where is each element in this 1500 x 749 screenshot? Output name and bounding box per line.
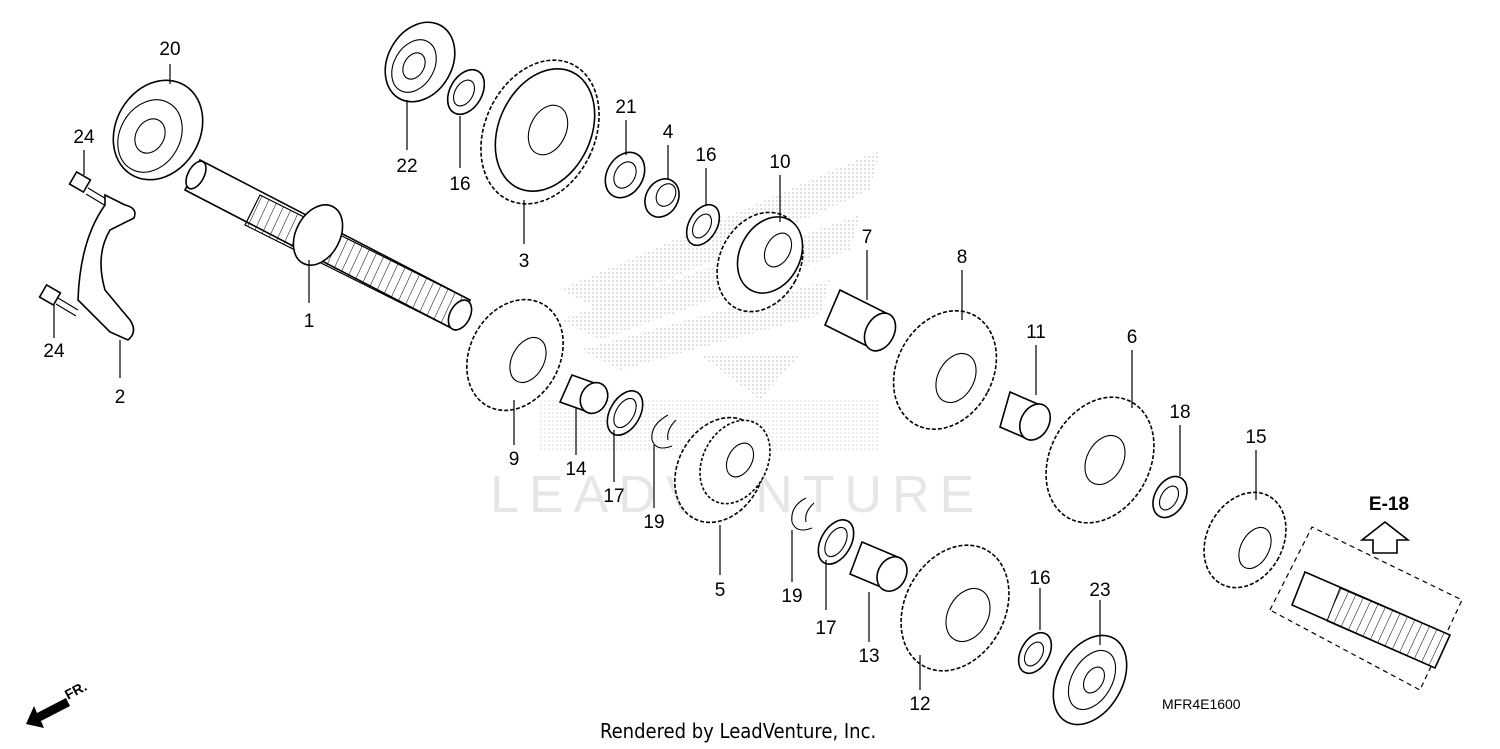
callout-8: 8 (957, 247, 968, 268)
callout-6: 6 (1127, 327, 1138, 348)
bolt-24-lower (38, 283, 79, 317)
washer-17a (606, 390, 644, 436)
callout-16a: 16 (449, 174, 470, 195)
washer-17b (817, 519, 855, 565)
gear-12 (900, 544, 1010, 672)
washer-16b (685, 203, 721, 247)
gear-3 (480, 59, 600, 205)
callout-18: 18 (1169, 402, 1190, 423)
callout-20: 20 (159, 39, 180, 60)
needle-bearing-13 (848, 540, 908, 592)
gear-15 (1203, 491, 1287, 589)
gear-6 (1045, 396, 1155, 524)
gear-8 (892, 310, 998, 430)
bearing-20 (112, 79, 204, 181)
callout-19b: 19 (781, 586, 802, 607)
reference-arrow-up-icon (1359, 520, 1411, 554)
bushing-14 (558, 373, 609, 415)
callout-5: 5 (715, 580, 726, 601)
reference-label: E-18 (1369, 494, 1409, 515)
bearing-22 (384, 21, 456, 103)
callout-15: 15 (1245, 427, 1266, 448)
callout-3: 3 (519, 251, 530, 272)
callout-17a: 17 (603, 486, 624, 507)
bushing-11 (999, 390, 1052, 442)
callout-13: 13 (858, 646, 879, 667)
callout-24-lower: 24 (43, 341, 65, 362)
washer-16c (1017, 631, 1053, 675)
callout-7: 7 (862, 227, 873, 248)
gear-5 (674, 416, 771, 524)
bearing-23 (1052, 634, 1128, 726)
front-direction-arrow-icon (26, 698, 70, 728)
washer-16a (446, 68, 486, 116)
circlip-19a (651, 414, 677, 449)
diagram-code: MFR4E1600 (1162, 696, 1241, 712)
callout-9: 9 (509, 449, 520, 470)
bushing-4 (644, 178, 680, 218)
circlip-19b (791, 497, 815, 531)
callout-10: 10 (769, 152, 790, 173)
leader-lines (53, 64, 1257, 690)
callout-11: 11 (1026, 322, 1046, 343)
mainshaft-1 (183, 158, 473, 332)
callout-16b: 16 (695, 145, 716, 166)
callout-16c: 16 (1029, 568, 1050, 589)
countershaft-reference (1269, 526, 1463, 691)
callout-12: 12 (909, 694, 930, 715)
callout-17b: 17 (815, 618, 836, 639)
bolt-24-upper (68, 170, 109, 207)
callout-1: 1 (304, 311, 315, 332)
callout-24-upper: 24 (73, 127, 95, 148)
washer-18 (1152, 475, 1188, 519)
callout-14: 14 (565, 459, 587, 480)
needle-bearing-7 (823, 288, 897, 352)
callout-22: 22 (396, 156, 417, 177)
callout-19a: 19 (643, 512, 664, 533)
callout-23: 23 (1089, 580, 1110, 601)
credit-line: Rendered by LeadVenture, Inc. (600, 719, 876, 743)
gear-9 (466, 298, 564, 412)
callout-21: 21 (615, 97, 636, 118)
needle-bearing-21 (604, 151, 646, 199)
callout-2: 2 (115, 387, 126, 408)
gear-10 (716, 211, 804, 313)
bracket-2 (77, 193, 136, 341)
callout-4: 4 (663, 122, 674, 143)
